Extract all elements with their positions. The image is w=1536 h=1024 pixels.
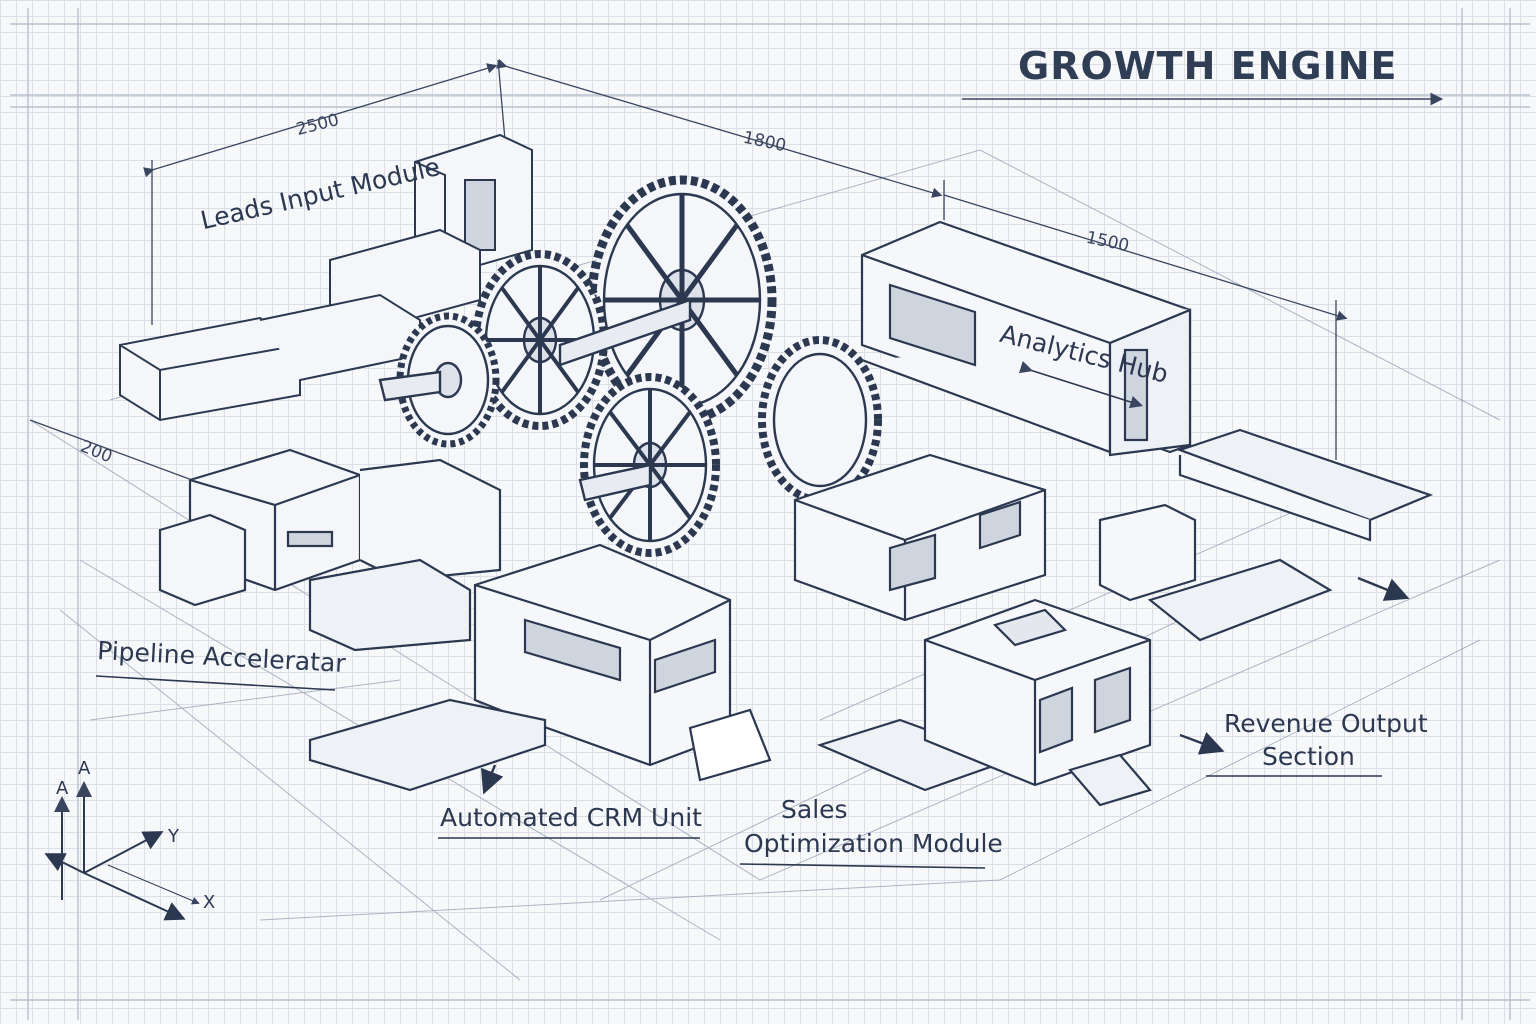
pipeline-accelerator-building bbox=[158, 448, 502, 652]
label-sales-line-2: Optimization Module bbox=[744, 829, 1003, 858]
axis-label-a-left: A bbox=[56, 778, 69, 799]
label-automated-crm-unit: Automated CRM Unit bbox=[440, 803, 702, 832]
axis-gizmo bbox=[44, 781, 200, 921]
crm-unit-building bbox=[308, 543, 772, 792]
label-revenue-line-2: Section bbox=[1262, 742, 1355, 771]
gear-assembly bbox=[378, 175, 882, 557]
label-revenue-line-1: Revenue Output bbox=[1224, 709, 1428, 738]
label-sales-line-1: Sales bbox=[781, 795, 848, 824]
leads-input-building bbox=[119, 133, 533, 422]
sales-optimization-building bbox=[793, 453, 1047, 792]
pointer-arrows bbox=[480, 576, 1410, 795]
axis-label-a-right: A bbox=[78, 758, 91, 779]
label-underlines bbox=[95, 360, 1382, 869]
diagram-title: GROWTH ENGINE bbox=[1018, 44, 1398, 88]
axis-label-x: X bbox=[203, 892, 216, 913]
revenue-output-building bbox=[923, 503, 1333, 807]
axis-label-y: Y bbox=[168, 826, 179, 847]
